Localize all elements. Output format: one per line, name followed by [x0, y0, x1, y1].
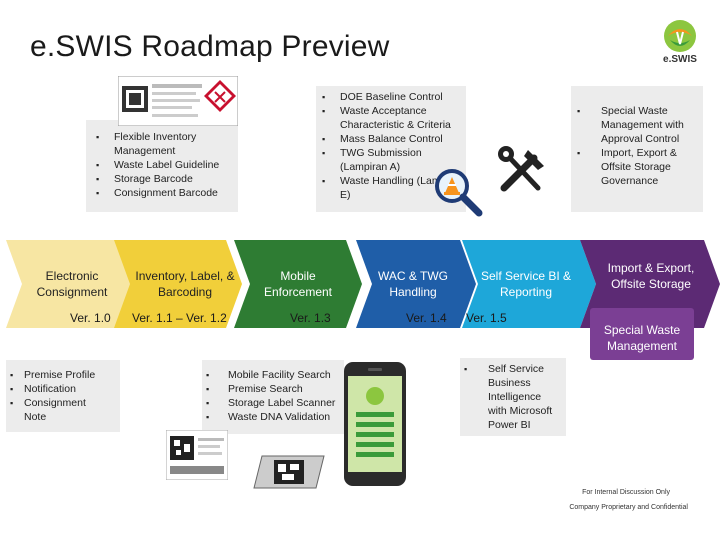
list-item: Notification	[6, 382, 120, 396]
tools-icon	[498, 146, 544, 192]
footnote-internal: For Internal Discussion Only	[582, 489, 670, 496]
version-1-4: Ver. 1.4	[406, 311, 447, 325]
special-waste-badge: Special Waste Management	[603, 323, 681, 353]
list-item: Storage Label Scanner	[202, 396, 344, 410]
list-item: Waste DNA Validation	[202, 410, 344, 424]
list-item: Mobile Facility Search	[202, 368, 344, 382]
stage-self-service-bi: Self Service BI & Reporting	[480, 269, 572, 299]
page-title: e.SWIS Roadmap Preview	[30, 30, 390, 63]
list-item: Import, Export & Offsite Storage Governa…	[573, 146, 701, 188]
stage-mobile-enforcement: Mobile Enforcement	[263, 269, 333, 299]
version-1-3: Ver. 1.3	[290, 311, 331, 325]
list-item: Waste Acceptance Characteristic & Criter…	[318, 104, 464, 132]
list-item: Consignment Barcode	[92, 186, 238, 200]
list-item: Mass Balance Control	[318, 132, 464, 146]
hazard-label-icon	[118, 76, 238, 126]
list-item: Waste Label Guideline	[92, 158, 238, 172]
stage-electronic-consignment: Electronic Consignment	[36, 269, 108, 299]
logo-text: e.SWIS	[663, 54, 697, 65]
version-1-1-1-2: Ver. 1.1 – Ver. 1.2	[132, 311, 227, 325]
bottom-box-mobile-features: Mobile Facility Search Premise Search St…	[202, 360, 344, 434]
list-item: Storage Barcode	[92, 172, 238, 186]
list-item: Waste Handling (Lampiran E)	[318, 174, 464, 202]
version-1-0: Ver. 1.0	[70, 311, 111, 325]
list-item: Consignment Note	[6, 396, 94, 424]
smartphone-icon	[344, 362, 406, 486]
version-1-5: Ver. 1.5	[466, 311, 507, 325]
eswis-logo-icon	[664, 20, 696, 52]
magnifier-icon	[435, 169, 483, 217]
list-item: Self Service Business Intelligence with …	[460, 362, 558, 432]
top-box-inventory: Flexible Inventory Management Waste Labe…	[86, 120, 238, 212]
stage-import-export: Import & Export, Offsite Storage	[607, 261, 695, 291]
list-item: DOE Baseline Control	[318, 90, 464, 104]
barcode-label-icon	[166, 430, 228, 480]
stage-wac-twg-handling: WAC & TWG Handling	[378, 269, 448, 299]
qr-card-icon	[253, 455, 325, 489]
footnote-confidential: Company Proprietary and Confidential	[569, 504, 688, 511]
list-item: Premise Profile	[6, 368, 120, 382]
list-item: Flexible Inventory Management	[92, 130, 238, 158]
top-box-special-waste: Special Waste Management with Approval C…	[571, 86, 703, 212]
list-item: Special Waste Management with Approval C…	[573, 104, 701, 146]
stage-inventory-label-barcoding: Inventory, Label, & Barcoding	[135, 269, 235, 299]
bottom-box-premise: Premise Profile Notification Consignment…	[6, 360, 120, 432]
list-item: TWG Submission (Lampiran A)	[318, 146, 464, 174]
bottom-box-power-bi: Self Service Business Intelligence with …	[460, 358, 566, 436]
list-item: Premise Search	[202, 382, 344, 396]
